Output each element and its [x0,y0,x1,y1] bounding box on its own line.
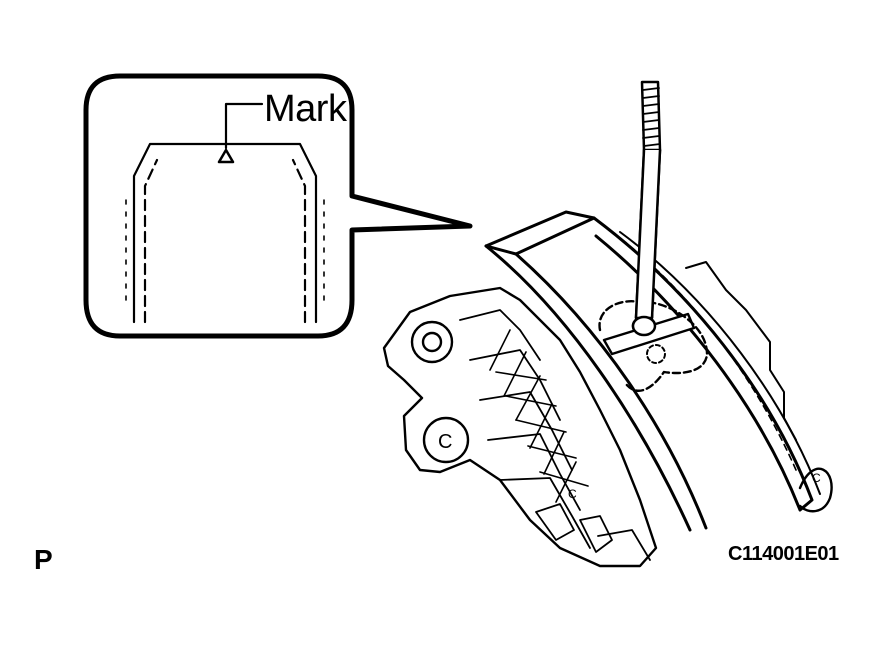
mark-label: Mark [264,88,347,130]
svg-text:C: C [812,471,821,485]
view-code-label: P [34,544,53,575]
figure-code-label: C114001E01 [728,543,839,565]
svg-text:C: C [438,431,452,453]
svg-text:C: C [568,487,577,501]
rod-shaft-front [631,148,662,337]
backing-plate: C C [382,286,658,568]
callout-bubble [83,73,473,339]
mark-indicator [217,102,264,164]
